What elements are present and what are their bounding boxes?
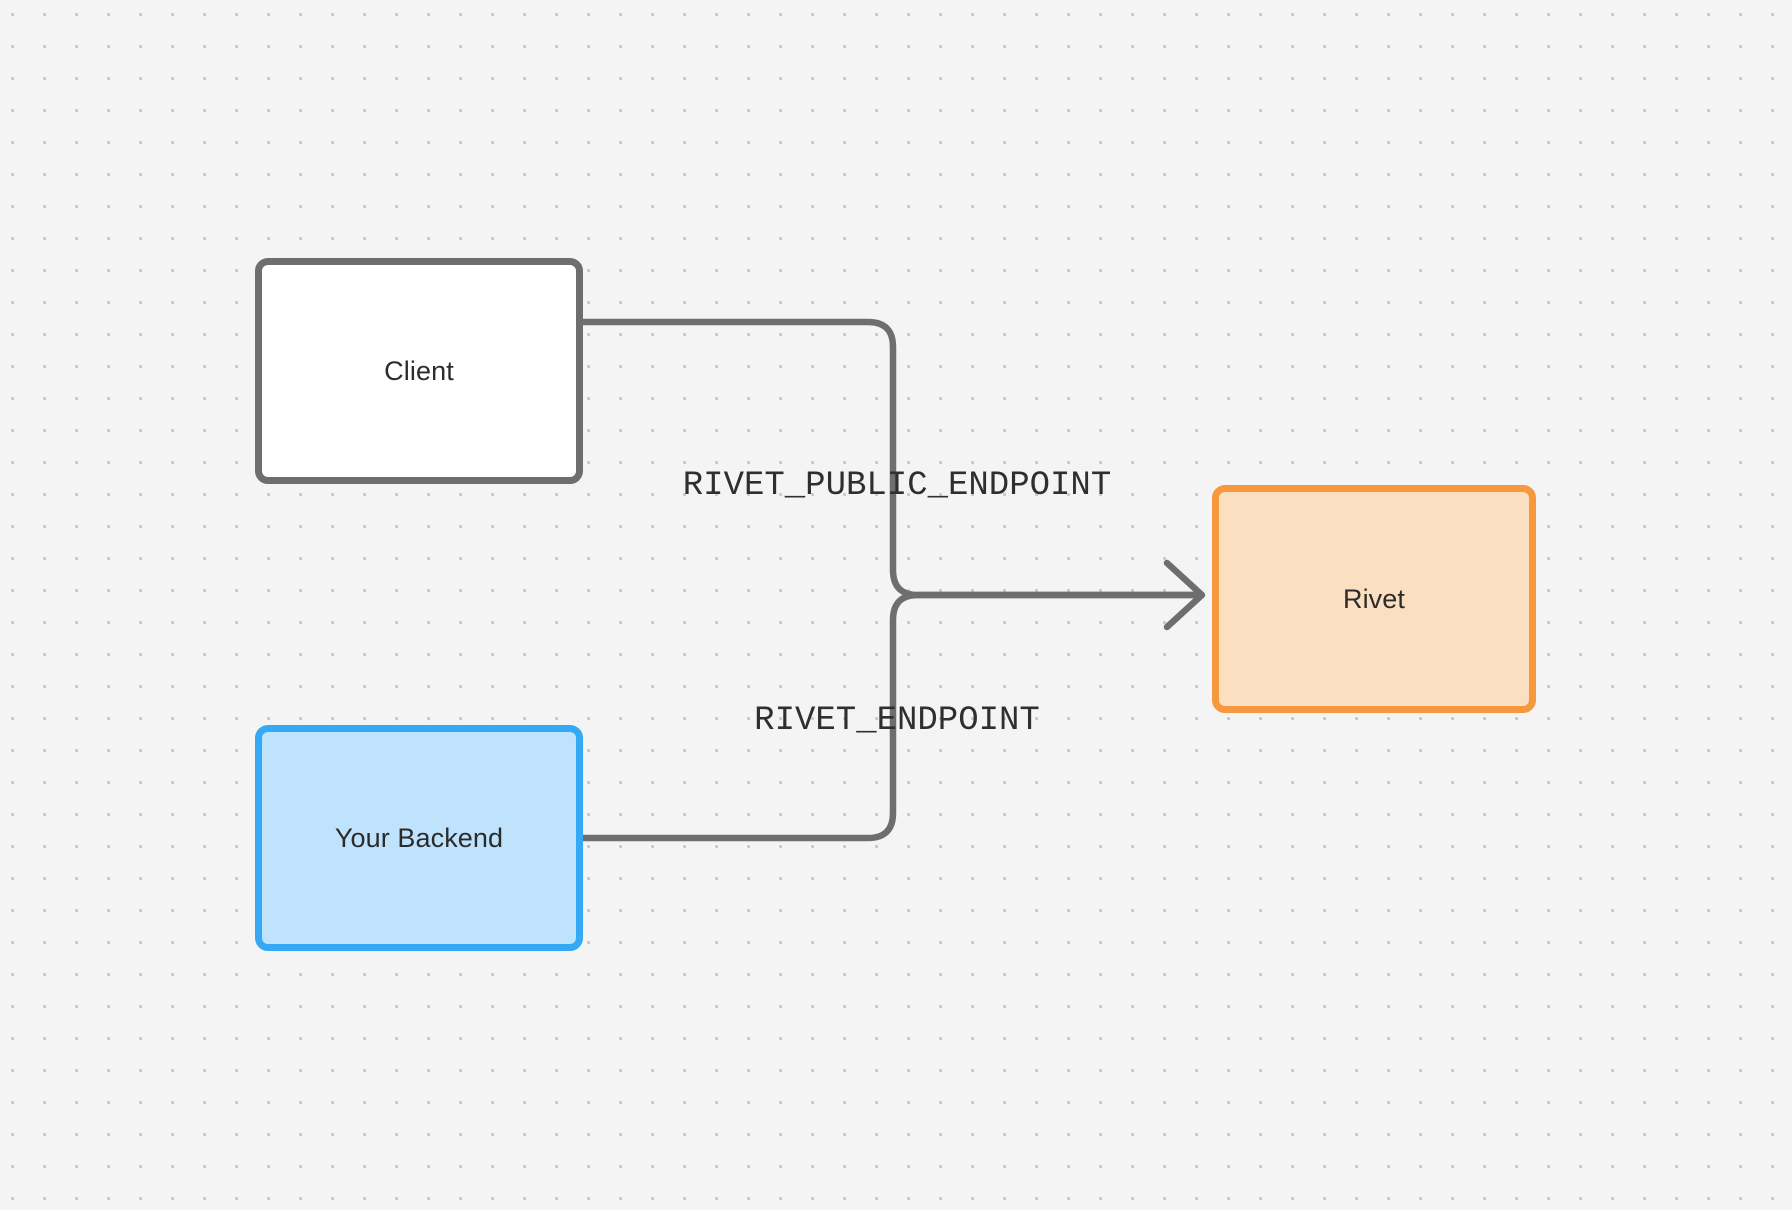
edge-label-rivet-endpoint: RIVET_ENDPOINT	[754, 702, 1040, 740]
node-rivet[interactable]: Rivet	[1212, 485, 1536, 713]
node-your-backend-label: Your Backend	[334, 822, 504, 853]
node-client[interactable]: Client	[255, 258, 583, 484]
node-your-backend[interactable]: Your Backend	[255, 725, 583, 951]
node-client-label: Client	[384, 355, 454, 386]
edge-client-to-rivet-path	[512, 318, 1200, 599]
edge-label-rivet-public-endpoint: RIVET_PUBLIC_ENDPOINT	[682, 467, 1112, 505]
node-rivet-label: Rivet	[1342, 583, 1405, 614]
arrowhead-icon	[1163, 559, 1206, 631]
